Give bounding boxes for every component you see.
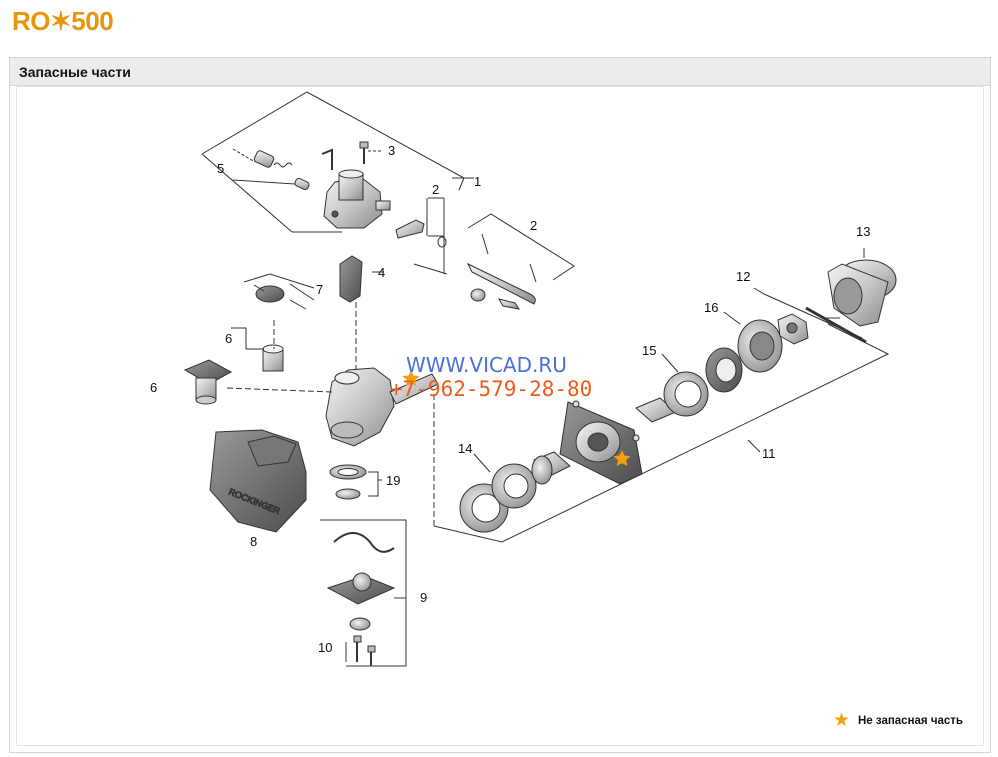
part-12-nut-bolt: [753, 287, 867, 345]
flange-plate: [559, 400, 643, 485]
bushing-sleeve: [531, 451, 571, 485]
callout-14: 14: [458, 441, 472, 456]
part-9-plate: [320, 519, 407, 667]
callout-10: 10: [318, 640, 332, 655]
part-14-seal: [459, 453, 537, 533]
callout-2a: 2: [432, 182, 439, 197]
coupling-body: [226, 302, 439, 447]
legend: ★ Не запасная часть: [833, 711, 963, 731]
callout-7: 7: [316, 282, 323, 297]
callout-9: 9: [420, 590, 427, 605]
part-13-cap: [827, 248, 897, 327]
part-6-bushing-loose: [183, 359, 233, 405]
callout-4: 4: [378, 265, 385, 280]
page-title: RO✶500: [12, 6, 114, 36]
callout-16: 16: [704, 300, 718, 315]
callout-6b: 6: [150, 380, 157, 395]
part-1-cap-assembly: [323, 169, 391, 229]
watermark: WWW.VICAD.RU +7-962-579-28-80: [390, 353, 592, 401]
callout-11: 11: [762, 446, 776, 461]
part-7-clip: [243, 273, 315, 310]
part-3-bolt: [359, 141, 382, 164]
callout-8: 8: [250, 534, 257, 549]
callout-3: 3: [388, 143, 395, 158]
callout-19: 19: [386, 473, 400, 488]
callout-15: 15: [642, 343, 656, 358]
part-19-bearing: [329, 464, 382, 500]
legend-label: Не запасная часть: [857, 715, 963, 727]
callout-13: 13: [856, 224, 870, 239]
exploded-parts-diagram: ROCKINGER: [16, 86, 984, 746]
callout-labels: 1 2 2 3 4 5 6 6 7 8 9 10 11 12 13 14 15 …: [150, 143, 870, 655]
group-1-bracket: [201, 91, 474, 233]
part-2-pin-set: [466, 213, 575, 310]
part-2-lever-small: [395, 197, 448, 275]
part-16-ring: [705, 311, 783, 393]
watermark-phone: +7-962-579-28-80: [390, 377, 592, 401]
diagram-drawing: ROCKINGER: [150, 91, 897, 667]
part-6-bushing: [231, 327, 284, 372]
spare-parts-panel: Запасные части: [9, 57, 991, 753]
panel-header: Запасные части: [10, 58, 990, 86]
callout-6a: 6: [225, 331, 232, 346]
watermark-url: WWW.VICAD.RU: [406, 353, 567, 377]
star-icon: [613, 450, 631, 467]
part-15-ring: [635, 353, 709, 423]
part-8-cover: ROCKINGER: [209, 429, 307, 533]
star-markers: [402, 370, 631, 467]
part-10-bolts: [345, 635, 376, 666]
callout-2b: 2: [530, 218, 537, 233]
callout-12: 12: [736, 269, 750, 284]
part-5-pins: [232, 148, 333, 191]
panel-heading: Запасные части: [19, 64, 131, 80]
star-icon: ★: [832, 710, 850, 731]
part-4-pin: [339, 255, 384, 303]
callout-1: 1: [474, 174, 481, 189]
callout-5: 5: [217, 161, 224, 176]
star-icon: [402, 370, 420, 387]
